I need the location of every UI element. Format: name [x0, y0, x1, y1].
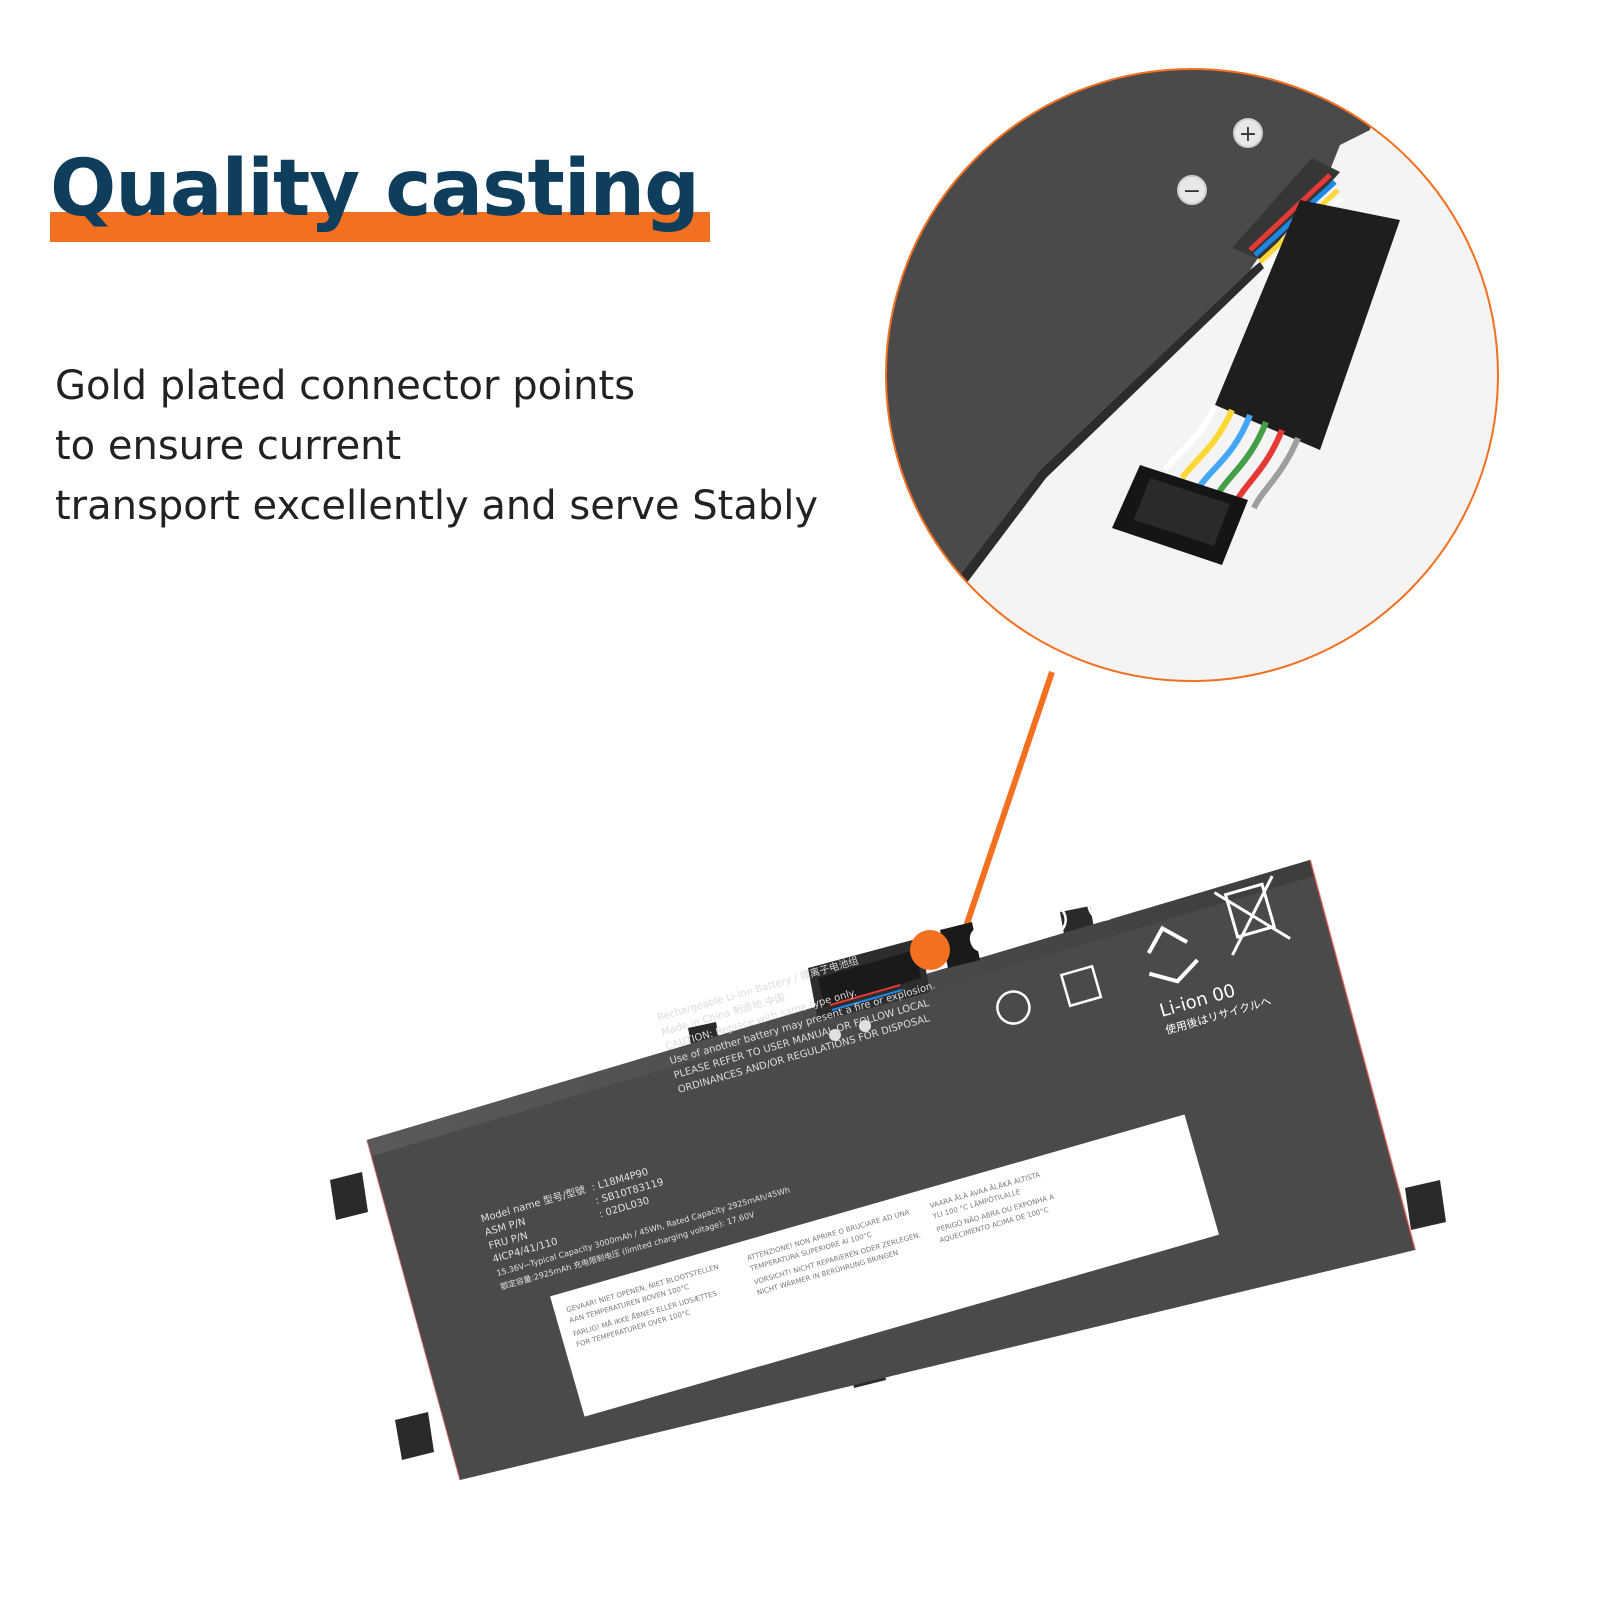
zoom-wire-sleeve: [1215, 200, 1400, 450]
headline-underline-bar: [50, 212, 710, 242]
ccc-mark-icon: [1087, 888, 1120, 921]
weee-bin-icon: [1213, 875, 1291, 956]
description-line-1: Gold plated connector points: [55, 363, 636, 409]
zoom-exposed-wires: [1162, 403, 1301, 510]
eu-mark: EU: [1209, 868, 1230, 887]
battery-pack: Rechargeable Li-ion Battery / 锂离子电池组 Mad…: [330, 859, 1446, 1481]
zoom-battery-surface: [886, 69, 1380, 600]
zoom-circle: + −: [885, 68, 1499, 682]
zoom-minus-symbol: −: [1183, 179, 1201, 204]
zoom-minus-terminal: [1177, 175, 1207, 205]
description-text: Gold plated connector points to ensure c…: [55, 356, 818, 536]
recycle-icon: [1146, 925, 1199, 984]
battery-connector: [808, 922, 980, 1041]
zoom-plus-symbol: +: [1239, 122, 1257, 147]
headline-title: Quality casting: [50, 144, 700, 234]
connector-highlight-dot: [910, 930, 950, 970]
zoom-plus-terminal: [1233, 118, 1263, 148]
callout-line: [949, 671, 1055, 969]
recycle-5-mark-icon: [996, 990, 1031, 1025]
description-line-3: transport excellently and serve Stably: [55, 483, 819, 529]
safety-mark-icon: [1034, 903, 1067, 937]
headline-block: Quality casting: [50, 150, 710, 270]
warning-label: [550, 1114, 1219, 1417]
description-line-2: to ensure current: [55, 423, 402, 469]
cert-square-icon: [1059, 964, 1103, 1008]
